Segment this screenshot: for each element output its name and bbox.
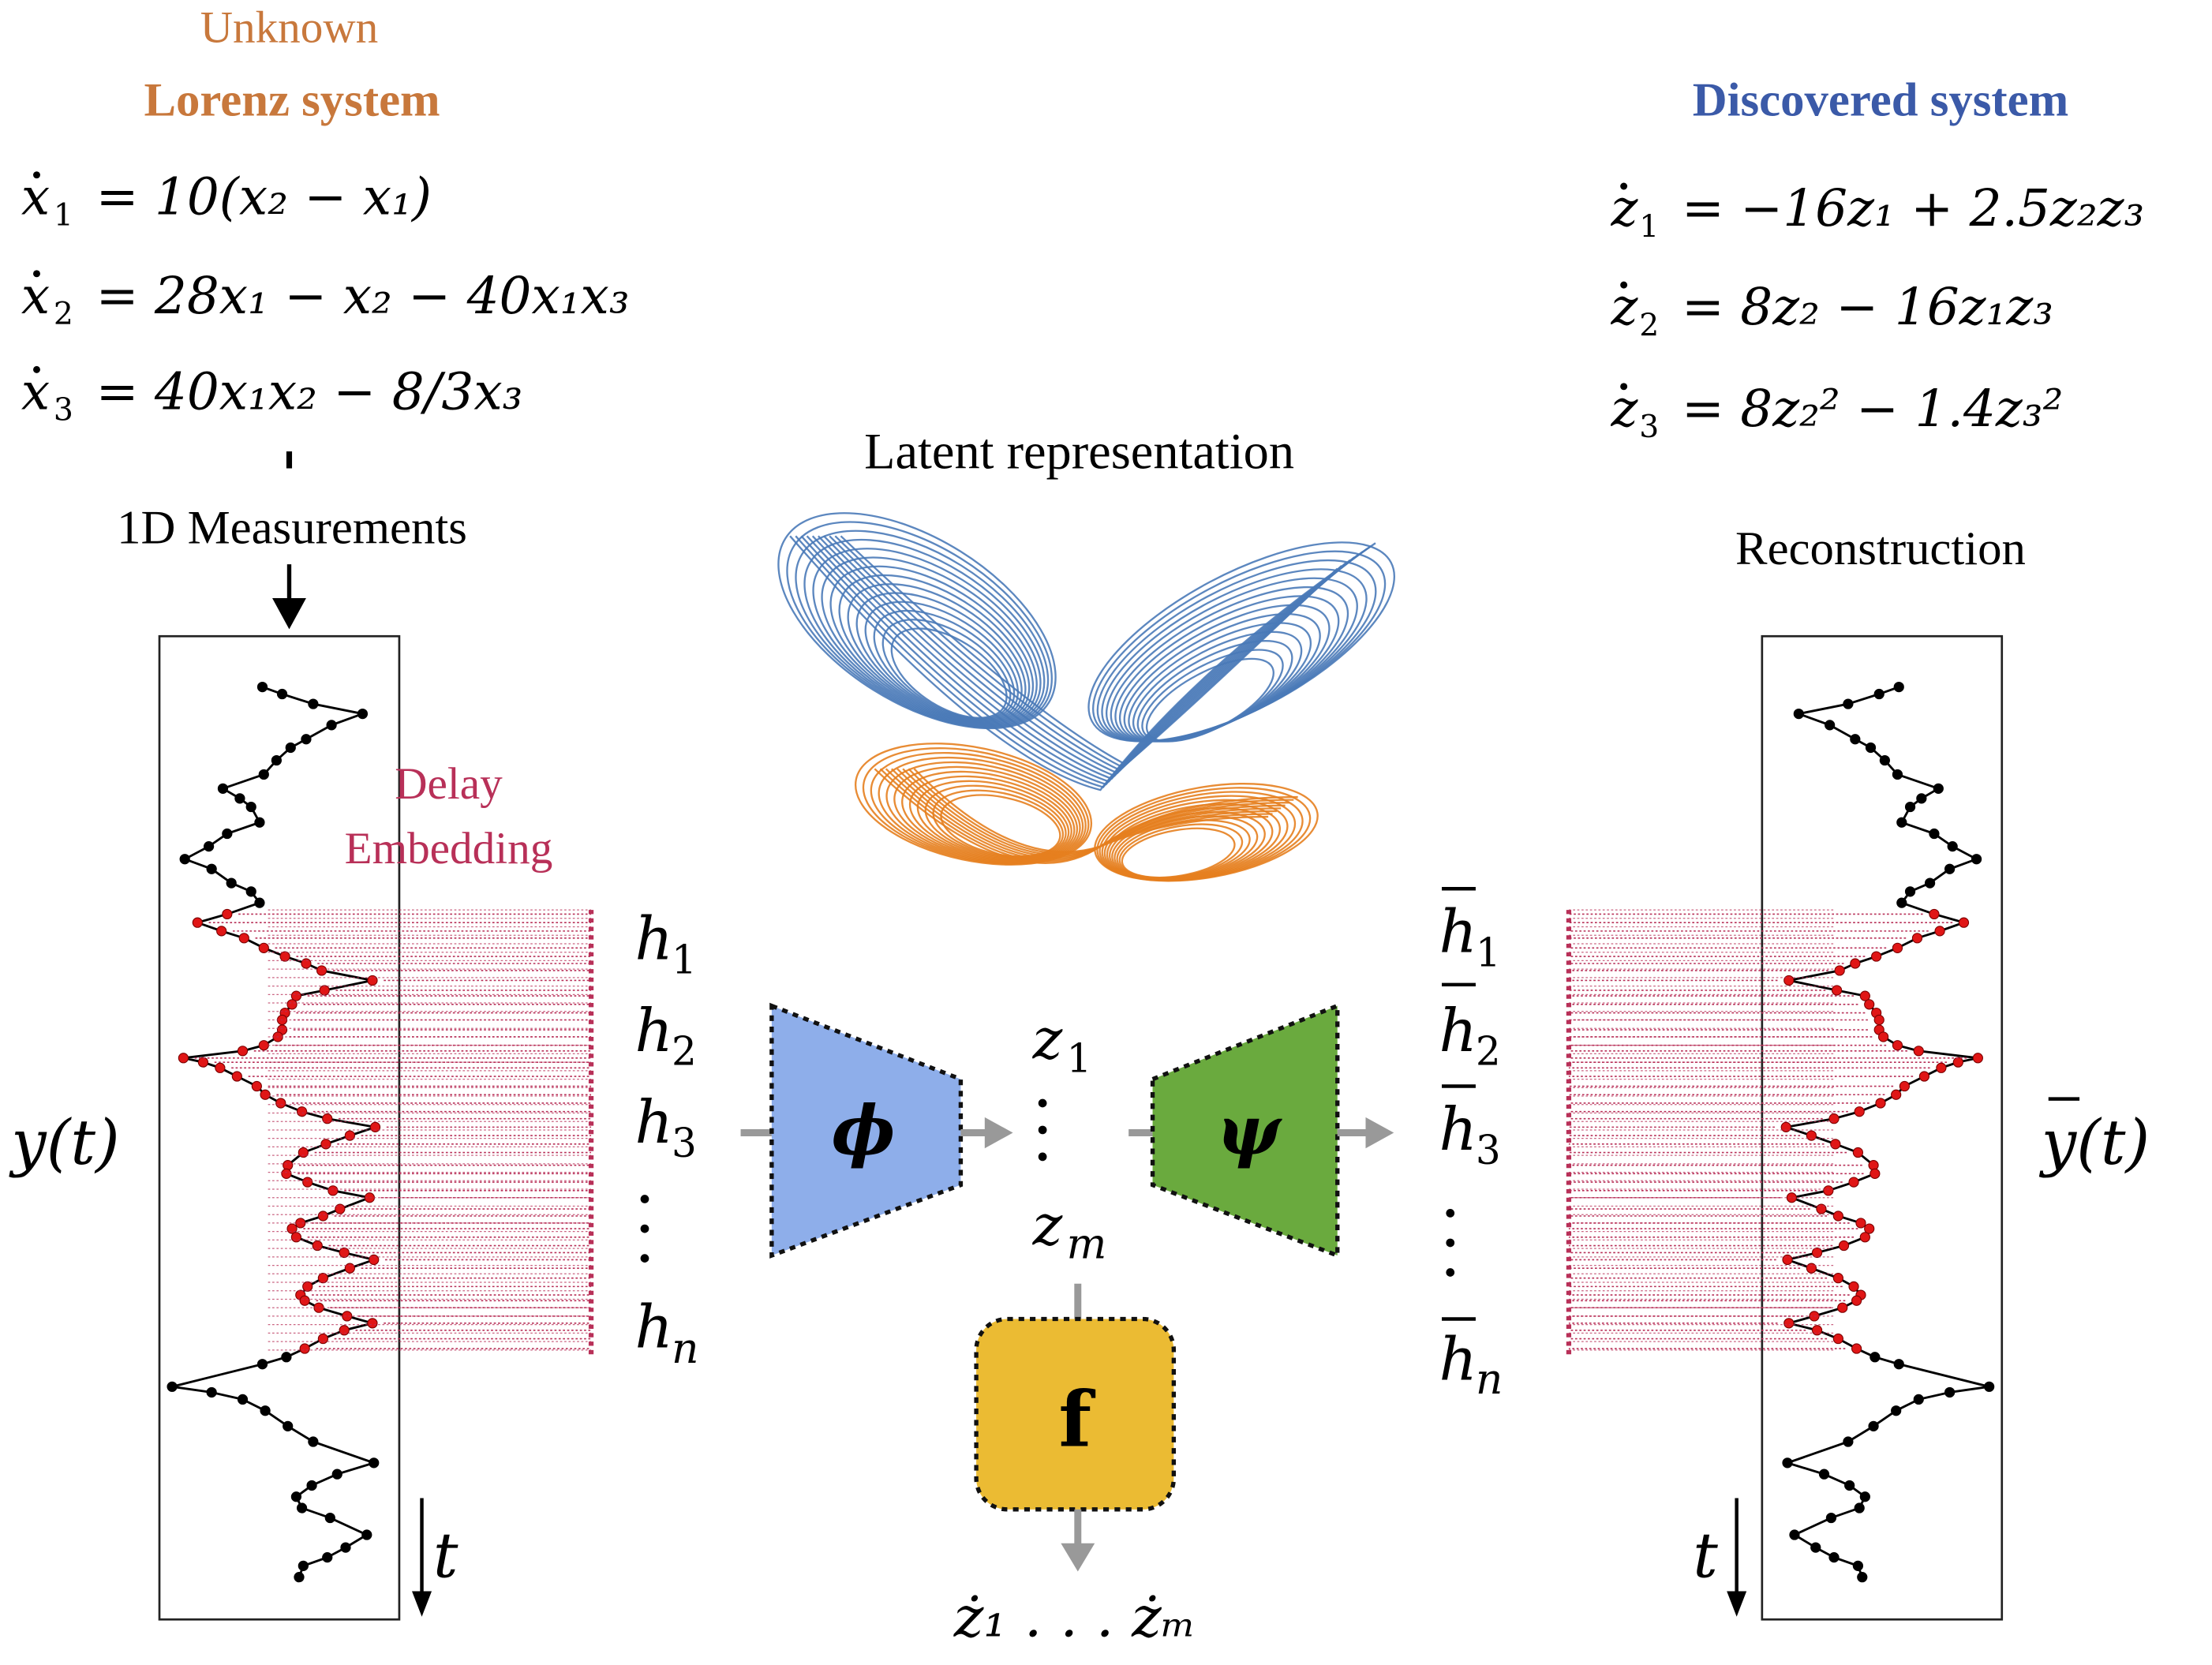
vertical-ellipsis-center xyxy=(1038,1098,1047,1162)
hbarn-label: h n xyxy=(1439,1317,1503,1404)
svg-text:z: z xyxy=(1032,1192,1064,1258)
lorenz-equations: x 1 = 10(x₂ − x₁) x 2 = 28x₁ − x₂ − 40x₁… xyxy=(21,168,630,428)
svg-text:3: 3 xyxy=(672,1121,697,1166)
svg-text:h: h xyxy=(634,1087,672,1157)
discovered-equation-3: z 3 = 8z₂² − 1.4z₃² xyxy=(1611,380,2064,445)
svg-text:= 8z₂² − 1.4z₃²: = 8z₂² − 1.4z₃² xyxy=(1682,380,2063,439)
svg-text:h: h xyxy=(634,996,672,1065)
reconstruction-signal xyxy=(1780,681,1995,1583)
hbar3-label: h 3 xyxy=(1439,1084,1501,1173)
dynamics-arrow-out xyxy=(1061,1509,1095,1572)
y-of-t-label: y(t) xyxy=(9,1106,119,1179)
svg-text:2: 2 xyxy=(1639,308,1659,343)
discovered-equation-1: z 1 = −16z₁ + 2.5z₂z₃ xyxy=(1611,179,2145,245)
reconstruction-label: Reconstruction xyxy=(1735,522,2026,575)
measurements-arrow xyxy=(272,564,306,630)
z1-label: z 1 xyxy=(1032,1006,1092,1082)
svg-text:2: 2 xyxy=(672,1029,697,1075)
svg-text:z: z xyxy=(1032,1006,1064,1072)
svg-text:1: 1 xyxy=(54,198,73,234)
vertical-ellipsis-right xyxy=(1446,1209,1455,1277)
svg-text:1: 1 xyxy=(672,937,697,983)
dynamics-block xyxy=(974,1316,1177,1512)
h3-label: h 3 xyxy=(634,1087,696,1166)
measurement-signal xyxy=(167,681,381,1583)
time-label-right: t xyxy=(1693,1520,1718,1592)
reconstructed-embedding-variables: h 1 h 2 h 3 h n xyxy=(1439,887,1503,1404)
svg-text:h: h xyxy=(1439,996,1477,1065)
svg-text:2: 2 xyxy=(1476,1029,1501,1075)
vertical-ellipsis-left xyxy=(640,1195,649,1263)
zm-label: z m xyxy=(1032,1192,1107,1269)
lorenz-equation-1: x 1 = 10(x₂ − x₁) xyxy=(21,168,432,234)
discovered-equations: z 1 = −16z₁ + 2.5z₂z₃ z 2 = 8z₂ − 16z₁z₃… xyxy=(1611,179,2145,445)
time-arrow-left xyxy=(412,1498,432,1617)
h2-label: h 2 xyxy=(634,996,696,1075)
svg-text:h: h xyxy=(1439,897,1477,967)
svg-text:h: h xyxy=(1439,1094,1477,1164)
discovered-system-title: Discovered system xyxy=(1693,74,2068,127)
reconstruction-box xyxy=(1761,634,2004,1621)
delay-label: Delay xyxy=(395,759,503,809)
svg-text:h: h xyxy=(634,1292,672,1361)
time-arrow-right xyxy=(1727,1498,1747,1617)
svg-text:y(t): y(t) xyxy=(2039,1106,2150,1179)
measurement-box xyxy=(158,634,401,1621)
delay-embedding-lines xyxy=(194,909,594,1355)
svg-text:= −16z₁ + 2.5z₂z₃: = −16z₁ + 2.5z₂z₃ xyxy=(1682,179,2144,238)
lorenz-equation-2: x 2 = 28x₁ − x₂ − 40x₁x₃ xyxy=(21,267,630,332)
svg-text:n: n xyxy=(672,1323,699,1373)
latent-variables: z 1 z m xyxy=(1032,1006,1107,1269)
svg-text:m: m xyxy=(1067,1219,1107,1269)
y-bar-of-t-label: y(t) xyxy=(2039,1097,2150,1179)
svg-text:3: 3 xyxy=(1639,410,1659,445)
time-label-left: t xyxy=(433,1520,458,1592)
reconstruction-embedding-lines xyxy=(1566,909,1967,1355)
measurements-label: 1D Measurements xyxy=(117,501,467,554)
dynamics-symbol: f xyxy=(1058,1374,1095,1464)
svg-text:3: 3 xyxy=(1476,1128,1501,1173)
decoder-arrow-out xyxy=(1337,1117,1394,1149)
svg-text:= 28x₁ − x₂ − 40x₁x₃: = 28x₁ − x₂ − 40x₁x₃ xyxy=(96,267,630,326)
lorenz-system-title: Lorenz system xyxy=(144,74,440,127)
svg-text:n: n xyxy=(1476,1354,1503,1404)
encoder-block xyxy=(769,1002,964,1259)
unknown-label: Unknown xyxy=(200,3,379,53)
svg-text:1: 1 xyxy=(1639,209,1659,245)
decoder-symbol: ψ xyxy=(1217,1091,1283,1170)
hbar1-label: h 1 xyxy=(1439,887,1501,976)
svg-text:3: 3 xyxy=(54,393,73,428)
svg-text:h: h xyxy=(1439,1324,1477,1394)
svg-text:1: 1 xyxy=(1067,1036,1092,1082)
embedding-variables: h 1 h 2 h 3 h n xyxy=(634,904,698,1373)
svg-text:h: h xyxy=(634,904,672,974)
h1-label: h 1 xyxy=(634,904,696,983)
latent-title: Latent representation xyxy=(864,424,1294,480)
embedding-label: Embedding xyxy=(345,824,553,874)
latent-attractor xyxy=(777,512,1395,882)
decoder-block xyxy=(1150,1002,1340,1259)
svg-text:1: 1 xyxy=(1476,930,1501,976)
lorenz-equation-3: x 3 = 40x₁x₂ − 8/3x₃ xyxy=(21,362,523,428)
svg-text:= 40x₁x₂ − 8/3x₃: = 40x₁x₂ − 8/3x₃ xyxy=(96,362,523,421)
derivative-output-label: ż₁ . . . żₘ xyxy=(953,1585,1196,1650)
hbar2-label: h 2 xyxy=(1439,982,1501,1075)
svg-text:= 10(x₂ − x₁): = 10(x₂ − x₁) xyxy=(96,168,432,227)
encoder-arrow-out xyxy=(960,1117,1013,1149)
hn-label: h n xyxy=(634,1292,698,1373)
svg-text:= 8z₂ − 16z₁z₃: = 8z₂ − 16z₁z₃ xyxy=(1682,278,2053,337)
discovered-equation-2: z 2 = 8z₂ − 16z₁z₃ xyxy=(1611,278,2053,343)
svg-text:2: 2 xyxy=(54,297,73,332)
encoder-symbol: ϕ xyxy=(832,1091,896,1170)
